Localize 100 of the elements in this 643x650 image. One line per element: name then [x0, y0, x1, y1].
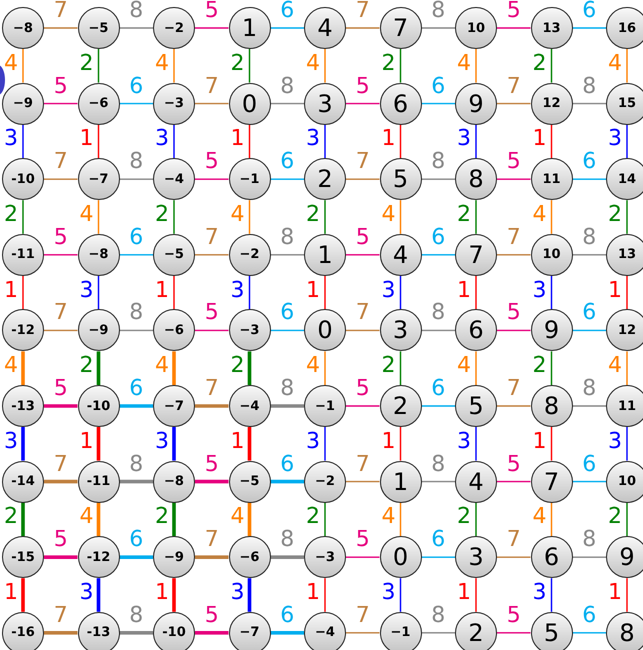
connector-line	[346, 254, 380, 256]
edge-label: 2	[380, 50, 396, 77]
edge-label: 7	[52, 149, 69, 176]
node-number: −6	[88, 97, 108, 110]
node-number: 3	[392, 318, 408, 342]
connector-line	[248, 200, 250, 234]
edge-label: 6	[581, 0, 598, 24]
edge-label: 3	[380, 580, 396, 606]
edge-label: 1	[305, 580, 321, 606]
edge-label: 2	[456, 202, 472, 228]
node-number: -11	[86, 475, 110, 488]
connector-line	[626, 427, 628, 461]
edge-label: 1	[532, 126, 548, 152]
connector-line	[550, 427, 552, 461]
node-number: -15	[11, 550, 35, 564]
connector-line	[270, 330, 304, 332]
node-number: 2	[392, 394, 408, 418]
edge-label: 1	[456, 278, 472, 304]
connector-line	[572, 27, 606, 29]
connector-line	[173, 124, 175, 158]
node-number: 6	[544, 545, 560, 570]
connector-line	[21, 578, 25, 612]
connector-line	[497, 632, 530, 634]
connector-line	[172, 427, 176, 461]
connector-line	[550, 578, 552, 612]
edge-label: 5	[52, 224, 69, 251]
connector-line	[550, 124, 552, 158]
edge-label: 8	[430, 602, 446, 629]
connector-line	[572, 480, 606, 482]
edge-label: 6	[279, 452, 296, 478]
connector-line	[44, 404, 78, 408]
edge-label: 2	[154, 504, 170, 530]
node-number: 10	[542, 248, 561, 262]
edge-label: 4	[154, 353, 170, 380]
connector-line	[422, 632, 455, 634]
edge-label: 4	[532, 504, 548, 530]
node-number: −8	[88, 248, 108, 262]
node-number: -10	[11, 172, 35, 186]
edge-label: 5	[354, 224, 371, 251]
edge-label: 6	[128, 74, 144, 100]
node-number: −9	[164, 550, 184, 564]
connector-line	[21, 427, 25, 461]
edge-label: 8	[581, 74, 598, 100]
node-number: −9	[13, 97, 33, 110]
connector-line	[98, 49, 100, 83]
edge-label: 5	[204, 452, 220, 478]
node-number: −4	[240, 400, 260, 412]
edge-label: 7	[204, 527, 220, 554]
connector-line	[475, 578, 477, 612]
edge-label: 7	[52, 602, 69, 629]
connector-line	[550, 502, 552, 536]
edge-label: 4	[456, 50, 472, 77]
connector-line	[21, 351, 25, 385]
connector-line	[422, 178, 455, 180]
edge-label: 2	[305, 202, 321, 228]
connector-line	[195, 631, 228, 635]
edge-label: 6	[279, 300, 296, 326]
edge-label: 5	[506, 300, 522, 326]
connector-line	[195, 27, 228, 29]
connector-line	[626, 502, 628, 536]
edge-label: 3	[305, 428, 321, 455]
connector-line	[120, 631, 153, 635]
node-number: 6	[468, 318, 484, 342]
edge-label: 1	[3, 580, 19, 606]
edge-label: 7	[354, 149, 371, 176]
edge-label: 4	[305, 353, 321, 380]
connector-line	[173, 276, 175, 310]
node-number: 7	[544, 470, 560, 494]
node-number: -12	[11, 324, 35, 337]
connector-line	[21, 502, 25, 536]
node-number: 14	[618, 172, 636, 186]
edge-label: 8	[128, 300, 144, 326]
edge-label: 4	[3, 353, 19, 380]
connector-line	[195, 102, 228, 104]
connector-line	[626, 49, 628, 83]
node-number: 0	[392, 545, 408, 570]
connector-line	[475, 200, 477, 234]
connector-line	[248, 276, 250, 310]
edge-label: 2	[607, 504, 623, 530]
connector-line	[572, 556, 606, 558]
node-number: 13	[542, 22, 561, 34]
edge-label: 4	[230, 504, 246, 530]
edge-label: 1	[154, 580, 170, 606]
connector-line	[173, 200, 175, 234]
connector-line	[550, 200, 552, 234]
edge-label: 7	[52, 452, 69, 478]
edge-label: 5	[354, 527, 371, 554]
edge-label: 7	[204, 376, 220, 402]
connector-line	[400, 578, 402, 612]
edge-label: 8	[279, 376, 296, 402]
node-number: 16	[618, 22, 636, 34]
edge-label: 7	[354, 452, 371, 478]
connector-line	[22, 200, 24, 234]
node-number: −6	[240, 550, 260, 564]
node-number: 12	[618, 324, 636, 337]
connector-line	[248, 578, 252, 612]
connector-line	[497, 254, 530, 256]
node-number: 1	[392, 470, 408, 494]
connector-line	[626, 200, 628, 234]
connector-line	[475, 276, 477, 310]
